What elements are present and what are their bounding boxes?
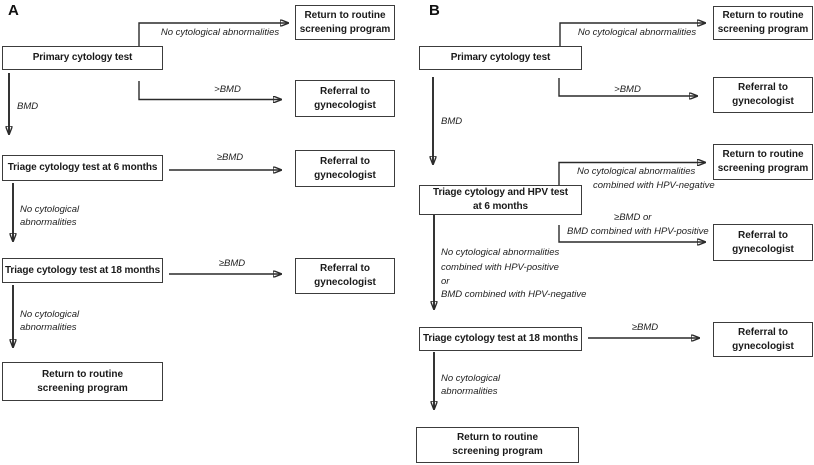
panel-a-label: A [8, 2, 19, 19]
node-a-triage-6-months: Triage cytology test at 6 months [2, 155, 163, 181]
edge-label-a-ge-bmd-6: ≥BMD [216, 152, 244, 163]
arrow-b-gebmd-or-to-referral [558, 225, 705, 242]
node-a-referral-gynecologist-bottom: Referral to gynecologist [295, 258, 395, 294]
arrow-b-no-abnormalities-to-return [559, 23, 705, 46]
node-b-return-routine-bottom: Return to routine screening program [416, 427, 579, 463]
edge-label-b-down-line2: combined with HPV-positive [441, 262, 559, 273]
node-a-referral-gynecologist-top-label: Referral to gynecologist [314, 85, 376, 111]
node-b-return-routine-mid: Return to routine screening program [713, 144, 813, 180]
node-a-primary-cytology-test-label: Primary cytology test [32, 52, 133, 63]
edge-label-b-no-cyto-bot-line2: abnormalities [441, 386, 498, 397]
node-a-referral-gynecologist-top: Referral to gynecologist [295, 80, 395, 117]
node-a-return-routine-bottom: Return to routine screening program [2, 362, 163, 401]
node-b-referral-gynecologist-top-label: Referral to gynecologist [732, 82, 794, 107]
node-b-referral-gynecologist-bottom-label: Referral to gynecologist [732, 326, 794, 352]
node-b-return-routine-top: Return to routine screening program [713, 6, 813, 40]
panel-b-label: B [429, 2, 440, 19]
node-b-triage-hpv-line2: at 6 months [472, 201, 529, 212]
edge-label-b-down-line3: or [441, 276, 450, 287]
arrow-a-no-abnormalities-to-return [138, 23, 288, 46]
node-b-return-routine-top-label: Return to routine screening program [717, 10, 809, 35]
node-b-return-routine-bottom-label: Return to routine screening program [452, 432, 543, 457]
node-a-return-routine-top-label: Return to routine screening program [299, 9, 391, 35]
edge-label-b-no-cyto-bot-line1: No cytological [441, 373, 501, 384]
edge-label-b-hpv-neg-line2: combined with HPV-negative [593, 180, 715, 191]
node-b-triage-cytology-hpv-6-months: Triage cytology and HPV test at 6 months [419, 185, 582, 215]
edge-label-b-bmd: BMD [441, 116, 463, 127]
node-a-triage-18-months-label: Triage cytology test at 18 months [4, 264, 161, 276]
edge-label-b-no-abnormalities: No cytological abnormalities [577, 27, 697, 38]
node-a-referral-gynecologist-mid: Referral to gynecologist [295, 150, 395, 187]
edge-label-a-ge-bmd-18: ≥BMD [218, 258, 246, 269]
node-b-primary-cytology-test-label: Primary cytology test [450, 52, 551, 63]
arrow-a-gtbmd-to-referral [138, 81, 281, 100]
node-a-return-routine-bottom-label: Return to routine screening program [37, 368, 128, 394]
node-b-referral-gynecologist-top: Referral to gynecologist [713, 77, 813, 113]
node-a-referral-gynecologist-bottom-label: Referral to gynecologist [314, 263, 376, 288]
node-a-triage-18-months: Triage cytology test at 18 months [2, 258, 163, 283]
edge-label-b-down-line4: BMD combined with HPV-negative [441, 289, 587, 300]
arrow-b-gtbmd-to-referral [558, 78, 697, 96]
node-a-referral-gynecologist-mid-label: Referral to gynecologist [314, 155, 376, 181]
node-a-triage-6-months-label: Triage cytology test at 6 months [7, 162, 158, 173]
node-b-primary-cytology-test: Primary cytology test [419, 46, 582, 70]
edge-label-a-no-cyto-mid-line2: abnormalities [20, 217, 77, 228]
arrow-b-hpvneg-to-return [558, 163, 705, 185]
edge-label-a-gt-bmd: >BMD [214, 84, 241, 95]
node-b-triage-18-months: Triage cytology test at 18 months [419, 327, 582, 351]
node-b-referral-gynecologist-mid: Referral to gynecologist [713, 224, 813, 261]
node-b-return-routine-mid-label: Return to routine screening program [717, 149, 809, 174]
edge-label-a-no-cyto-bot-line1: No cytological [20, 309, 80, 320]
edge-label-b-ge-bmd-or-line2: BMD combined with HPV-positive [567, 226, 709, 237]
edge-label-b-ge-bmd-18: ≥BMD [631, 322, 659, 333]
edge-label-b-ge-bmd-or-line1: ≥BMD or [614, 212, 652, 223]
node-b-referral-gynecologist-mid-label: Referral to gynecologist [732, 229, 794, 255]
edge-label-b-down-line1: No cytological abnormalities [441, 247, 560, 258]
edge-label-a-no-cyto-bot-line2: abnormalities [20, 322, 77, 333]
edge-label-a-no-abnormalities: No cytological abnormalities [160, 27, 280, 38]
edge-label-a-no-cyto-mid-line1: No cytological [20, 204, 80, 215]
edge-label-b-gt-bmd: >BMD [614, 84, 641, 95]
edge-label-a-bmd: BMD [17, 101, 39, 112]
node-b-referral-gynecologist-bottom: Referral to gynecologist [713, 322, 813, 357]
node-b-triage-hpv-line1: Triage cytology and HPV test [432, 187, 568, 198]
node-a-return-routine-top: Return to routine screening program [295, 5, 395, 40]
node-b-triage-18-months-label: Triage cytology test at 18 months [422, 333, 579, 344]
node-a-primary-cytology-test: Primary cytology test [2, 46, 163, 70]
edge-label-b-hpv-neg-line1: No cytological abnormalities [577, 166, 696, 177]
